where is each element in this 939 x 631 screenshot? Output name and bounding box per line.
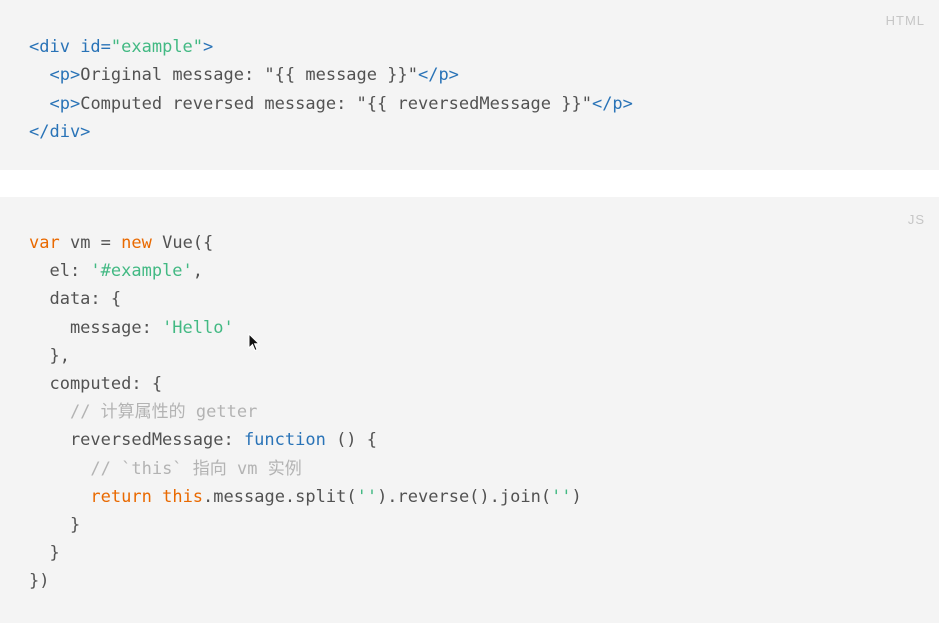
code-token: id= — [80, 37, 111, 57]
code-token: 'Hello' — [162, 317, 234, 338]
code-token: "example" — [110, 37, 204, 57]
code-token: '' — [551, 486, 572, 507]
code-token: this — [162, 486, 204, 507]
code-token: Vue({ — [151, 233, 214, 253]
code-token: '' — [356, 486, 378, 507]
code-line: }) — [29, 567, 582, 595]
js-code-block: JS var vm = new Vue({ el: '#example', da… — [0, 197, 939, 623]
code-line: </div> — [29, 118, 633, 146]
code-token: , — [192, 261, 204, 282]
code-line: // `this` 指向 vm 实例 — [29, 455, 582, 483]
code-token: .message.split( — [203, 486, 357, 507]
code-token: // `this` 指向 vm 实例 — [90, 458, 302, 479]
code-line: <p>Computed reversed message: "{{ revers… — [29, 90, 633, 118]
code-line: }, — [29, 342, 582, 370]
code-token — [29, 94, 49, 114]
code-line: } — [29, 539, 582, 567]
code-token: } — [29, 514, 81, 535]
code-token: vm = — [59, 233, 122, 253]
code-token: <div — [29, 37, 81, 57]
code-token: </p> — [591, 93, 633, 114]
code-token: Original message: "{{ message }}" — [80, 65, 418, 86]
code-line: data: { — [29, 285, 582, 313]
code-token: Computed reversed message: "{{ reversedM… — [80, 93, 592, 114]
code-line: } — [29, 511, 582, 539]
code-line: <div id="example"> — [29, 33, 633, 61]
code-line: return this.message.split('').reverse().… — [29, 483, 582, 511]
code-token — [152, 487, 162, 507]
code-token: message: — [29, 317, 163, 338]
code-token — [29, 65, 49, 85]
code-token: el: — [29, 261, 91, 282]
code-token: > — [203, 37, 214, 57]
code-token: <p> — [49, 93, 81, 114]
code-token: <p> — [49, 65, 81, 86]
code-token: var — [29, 233, 60, 253]
code-line: reversedMessage: function () { — [29, 426, 582, 454]
code-token: // 计算属性的 getter — [69, 402, 258, 423]
code-line: // 计算属性的 getter — [29, 398, 582, 426]
code-token: return — [90, 486, 152, 507]
code-token: '#example' — [90, 261, 193, 282]
code-token: ) — [571, 486, 582, 507]
code-line: el: '#example', — [29, 257, 582, 285]
js-language-label: JS — [907, 212, 925, 227]
code-token: }, — [29, 345, 70, 366]
code-line: <p>Original message: "{{ message }}"</p> — [29, 61, 633, 89]
code-token: data: { — [29, 289, 122, 310]
code-token: () { — [325, 430, 378, 451]
code-line: computed: { — [29, 370, 582, 398]
html-code-block: HTML <div id="example"> <p>Original mess… — [0, 0, 939, 170]
mouse-pointer-icon — [248, 333, 260, 352]
code-token: }) — [29, 571, 50, 592]
code-token — [29, 459, 90, 479]
js-code[interactable]: var vm = new Vue({ el: '#example', data:… — [29, 229, 582, 595]
code-token: ).reverse().join( — [377, 486, 552, 507]
code-token: reversedMessage: — [29, 430, 244, 451]
html-language-label: HTML — [885, 13, 925, 28]
code-line: var vm = new Vue({ — [29, 229, 582, 257]
code-token: </div> — [29, 121, 91, 142]
code-token — [29, 487, 90, 507]
code-token: function — [243, 430, 326, 451]
code-token: new — [121, 233, 152, 253]
code-token — [29, 402, 70, 422]
code-line: message: 'Hello' — [29, 314, 582, 342]
code-token: computed: { — [29, 373, 163, 394]
html-code[interactable]: <div id="example"> <p>Original message: … — [29, 33, 633, 146]
code-token: </p> — [417, 65, 459, 86]
code-token: } — [29, 543, 60, 564]
